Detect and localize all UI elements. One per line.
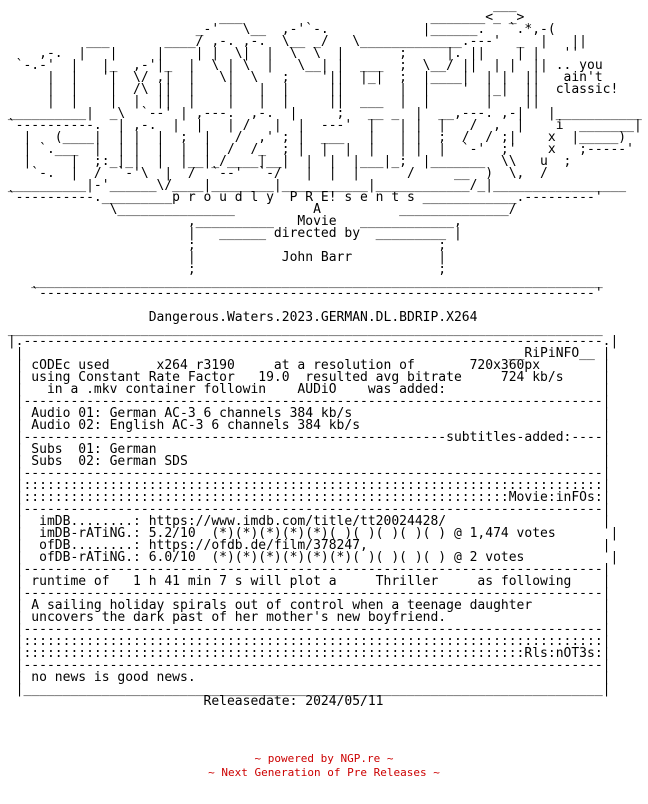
- footer: ~ powered by NGP.re ~ ~ Next Generation …: [0, 752, 648, 780]
- nfo-ascii-art: ___ ___ _______<_ _> _-' \__ ,-'`-. |___…: [7, 0, 642, 709]
- footer-tagline: ~ Next Generation of Pre Releases ~: [208, 766, 440, 779]
- footer-powered-by: ~ powered by NGP.re ~: [254, 752, 394, 765]
